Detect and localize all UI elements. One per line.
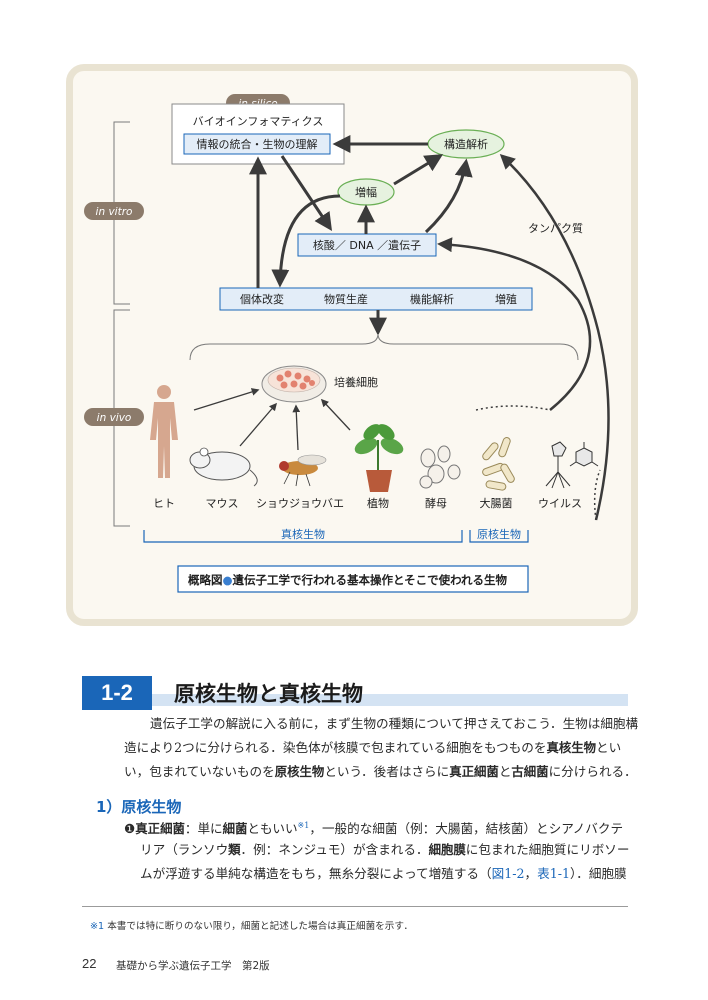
in-vitro-text: in vitro xyxy=(96,206,133,218)
arrow-fly-to-culture xyxy=(292,404,301,451)
human-icon xyxy=(150,385,178,478)
info-integration-box xyxy=(183,133,331,155)
arrow-mouse-to-culture xyxy=(239,402,278,447)
eukaryote-label: 真核生物 xyxy=(281,527,325,541)
arrow-protein-to-structure xyxy=(499,153,610,521)
intro-line-3: い，包まれていないものを原核生物という．後者はさらに真正細菌と古細菌に分けられる… xyxy=(124,764,637,779)
operations-box xyxy=(219,287,533,311)
mouse-icon xyxy=(189,447,258,487)
op-function-analysis: 機能解析 xyxy=(410,292,454,306)
in-vitro-tag: in vitro xyxy=(84,202,144,220)
caption-box xyxy=(177,565,529,593)
structure-analysis-label: 構造解析 xyxy=(444,137,488,151)
culture-dish-icon xyxy=(261,365,327,403)
subsection-heading: 1）原核生物 xyxy=(96,798,182,816)
yeast-icon xyxy=(419,445,461,489)
section-number: 1-2 xyxy=(82,676,152,710)
amplification-label: 増幅 xyxy=(355,186,377,199)
op-proliferation: 増殖 xyxy=(495,293,517,306)
info-integration-label: 情報の統合・生物の理解 xyxy=(197,137,318,151)
bioinformatics-label: バイオインフォマティクス xyxy=(193,115,324,128)
label-ecoli: 大腸菌 xyxy=(480,496,513,510)
in-vivo-tag: in vivo xyxy=(84,408,144,426)
item1-line-3: ムが浮遊する単純な構造をもち，無糸分裂によって増殖する（図1-2，表1-1）．細… xyxy=(140,866,627,881)
label-plant: 植物 xyxy=(367,496,389,510)
op-substance-production: 物質生産 xyxy=(324,292,368,306)
label-mouse: マウス xyxy=(206,497,239,510)
op-individual-modification: 個体改変 xyxy=(240,292,284,306)
footnote: ※1 本書では特に断りのない限り，細菌と記述した場合は真正細菌を示す． xyxy=(90,921,414,932)
label-virus: ウイルス xyxy=(538,497,582,510)
ecoli-icon xyxy=(482,437,515,491)
arrow-human-to-culture xyxy=(193,388,260,411)
nucleic-acid-label: 核酸／ DNA ／遺伝子 xyxy=(313,238,421,252)
plant-icon xyxy=(354,424,404,492)
section-header: 1-2 原核生物と真核生物 xyxy=(82,676,628,710)
figure-panel xyxy=(66,64,638,626)
arrow-culture-to-plant xyxy=(320,398,351,431)
label-fruit-fly: ショウジョウバエ xyxy=(256,497,344,510)
organisms-brace xyxy=(189,333,579,361)
culture-cell-label: 培養細胞 xyxy=(334,375,378,389)
arrow-amplification-to-structure xyxy=(393,154,444,186)
label-yeast: 酵母 xyxy=(425,497,447,510)
intro-line-2: 造により2つに分けられる．染色体が核膜で包まれている細胞をもつものを真核生物とい xyxy=(124,740,622,755)
virus-icon xyxy=(545,441,599,489)
intro-line-1: 遺伝子工学の解説に入る前に，まず生物の種類について押さえておこう．生物は細胞構 xyxy=(150,716,639,731)
eukaryote-bracket xyxy=(143,530,463,543)
figure-caption: 概略図●遺伝子工学で行われる基本操作とそこで使われる生物 xyxy=(188,573,508,587)
section-underline xyxy=(152,694,628,706)
fig-ref-link[interactable]: 図1-2 xyxy=(491,866,525,881)
in-vivo-text: in vivo xyxy=(97,412,132,424)
fruit-fly-icon xyxy=(279,454,327,487)
prokaryote-bracket xyxy=(469,530,529,543)
item1-line-2: リア（ランソウ類．例：ネンジュモ）が含まれる．細胞膜に包まれた細胞質にリボソー xyxy=(140,842,630,857)
page-number: 22 xyxy=(82,956,97,971)
arrow-protein-to-nucleic xyxy=(437,237,592,411)
overview-diagram: in silico in vitro in vivo バイオインフォマティクス … xyxy=(84,94,610,593)
footnote-ref: ※1 xyxy=(297,821,310,830)
book-title: 基礎から学ぶ遺伝子工学 第2版 xyxy=(116,960,270,972)
section-title: 原核生物と真核生物 xyxy=(174,682,363,706)
prokaryote-label: 原核生物 xyxy=(477,527,521,541)
footnote-divider xyxy=(82,906,628,907)
item1-line-1: ❶真正細菌：単に細菌ともいい※1，一般的な細菌（例：大腸菌，結核菌）とシアノバク… xyxy=(124,821,624,837)
arrow-amplification-to-ops xyxy=(271,194,341,288)
table-ref-link[interactable]: 表1-1 xyxy=(537,866,570,881)
label-human: ヒト xyxy=(153,497,175,510)
dotted-protein-link xyxy=(475,405,551,411)
arrow-nucleic-to-structure xyxy=(424,158,473,234)
arrow-info-to-nucleic xyxy=(280,155,332,231)
protein-label: タンパク質 xyxy=(528,221,583,235)
